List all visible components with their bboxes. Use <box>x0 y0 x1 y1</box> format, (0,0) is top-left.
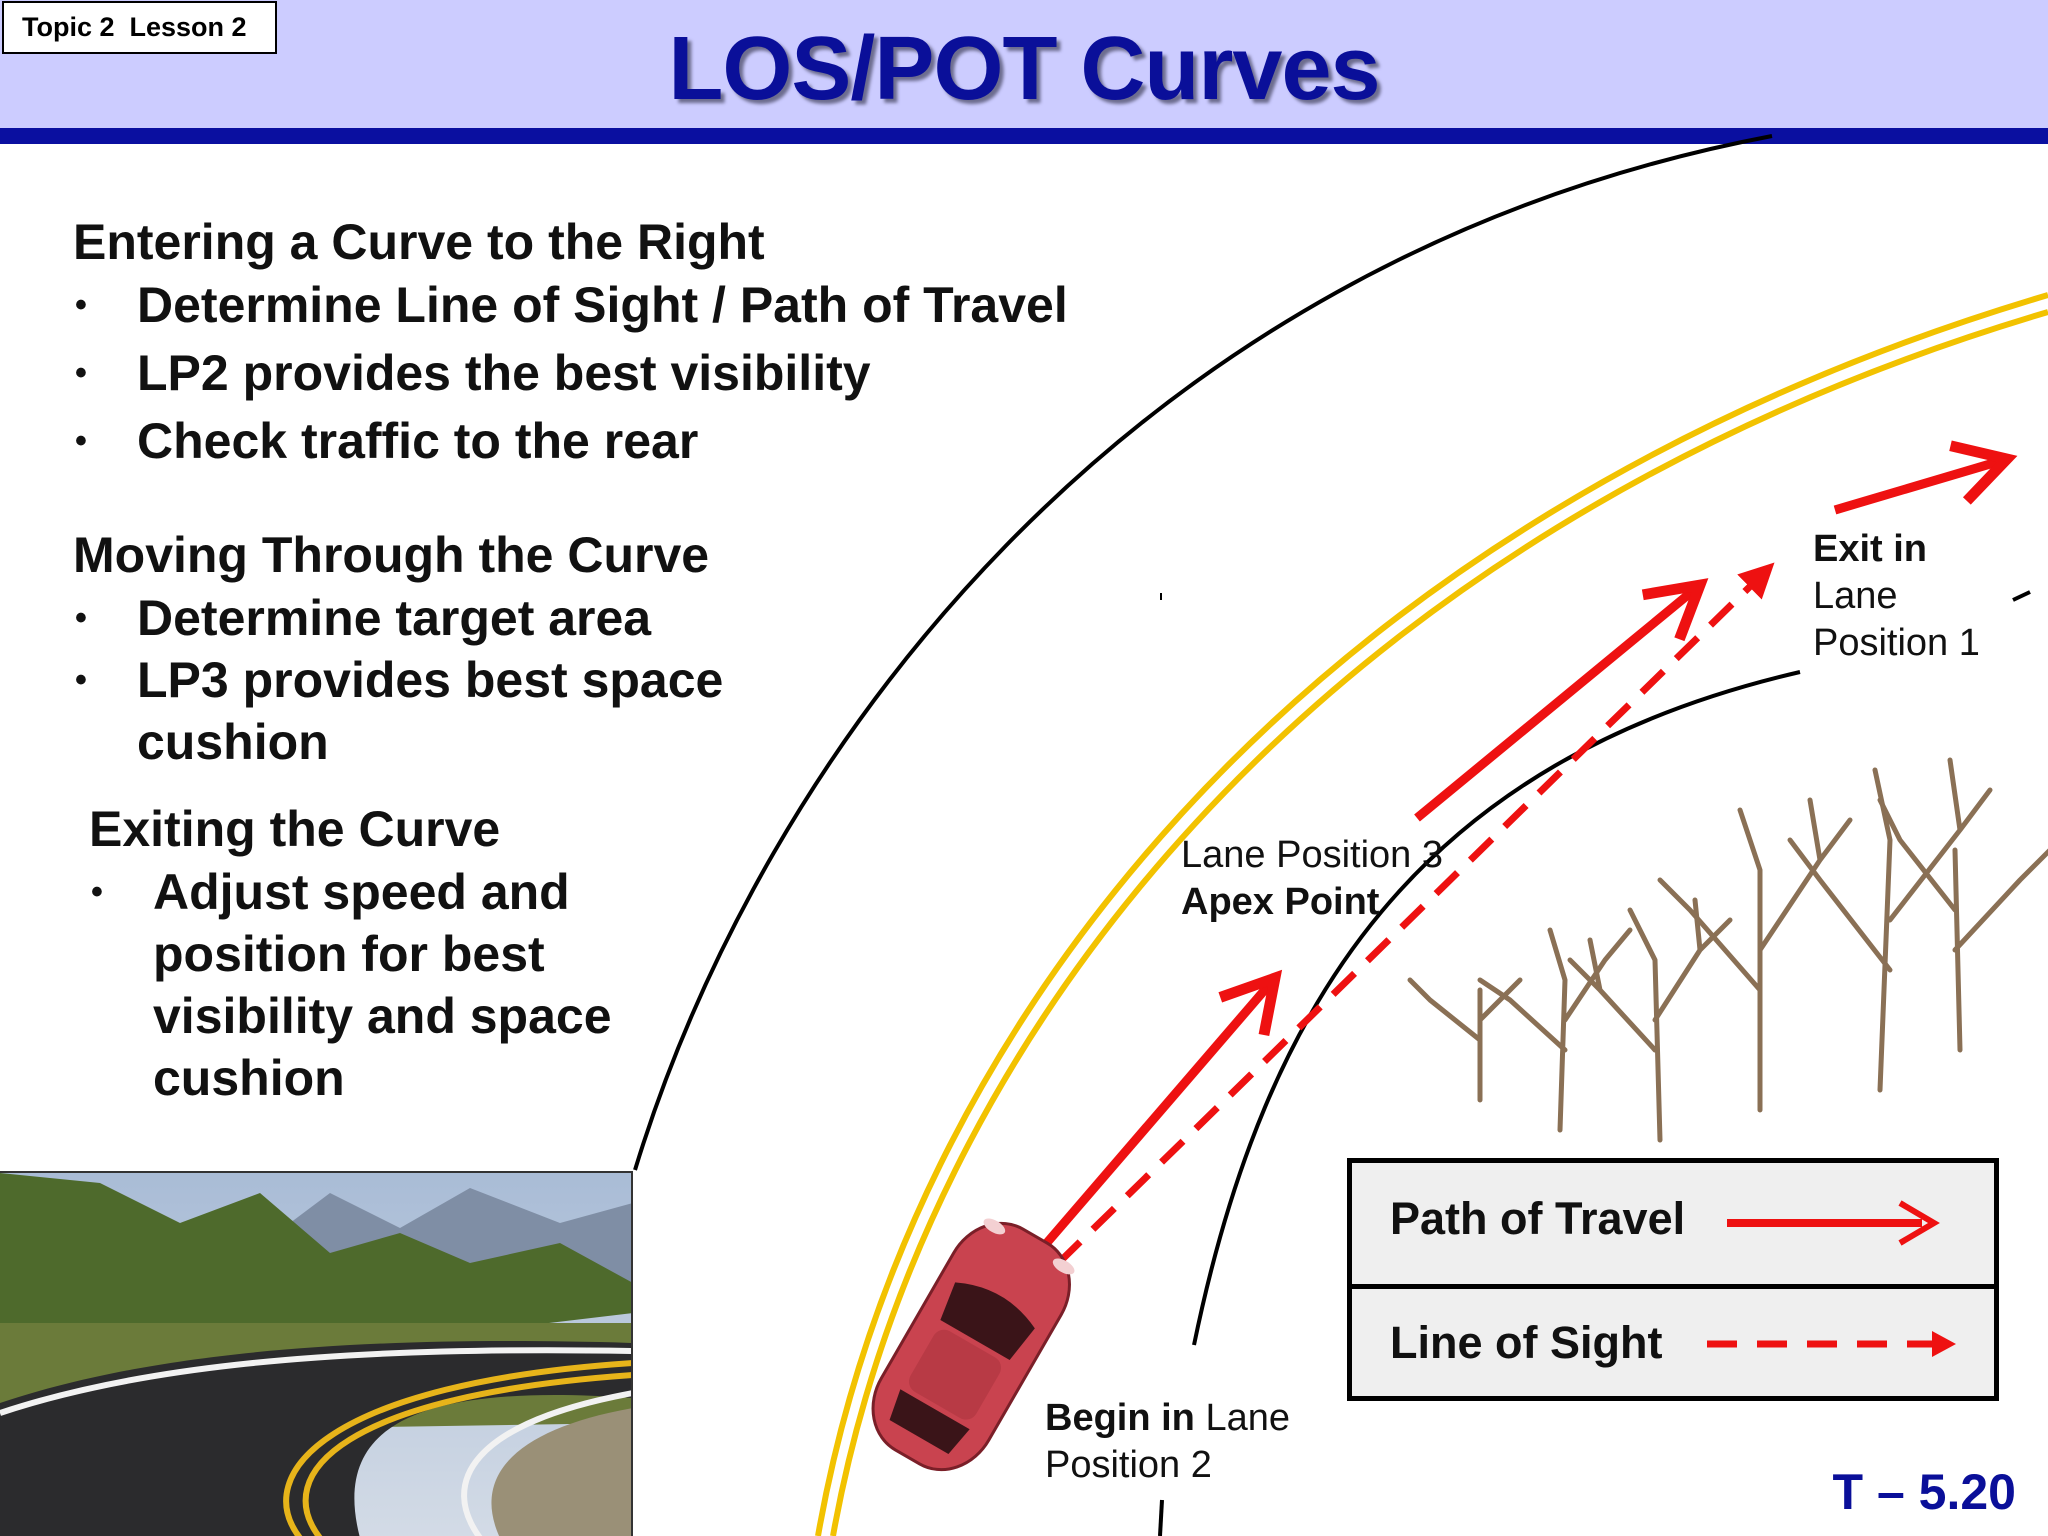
section-moving: Moving Through the Curve •Determine targ… <box>73 523 723 773</box>
inner-road-edge-low <box>1158 1499 1164 1536</box>
bullet-item: •LP2 provides the best visibility <box>75 345 871 401</box>
road-photo <box>0 1171 633 1536</box>
legend-path-of-travel: Path of Travel <box>1352 1163 1994 1280</box>
bullet-item: •Adjust speed and <box>91 864 570 920</box>
page-title: LOS/POT Curves <box>668 19 1380 119</box>
bullet-item: •Determine target area <box>75 590 652 646</box>
section-heading: Entering a Curve to the Right <box>73 214 765 270</box>
path-of-travel-legend-icon <box>1727 1200 1940 1246</box>
begin-label: Begin in Lane Position 2 <box>1045 1397 1290 1486</box>
outer-road-edge <box>633 134 1773 1171</box>
legend-label: Path of Travel <box>1390 1193 1686 1244</box>
path-of-travel-arrows <box>1041 440 2018 1248</box>
legend: Path of Travel Line of Sight <box>1347 1158 1999 1401</box>
tree <box>1877 797 2048 1053</box>
topic-label: Topic 2 Lesson 2 <box>2 1 277 54</box>
path-arrow-2 <box>1414 578 1709 822</box>
header-rule <box>0 128 2048 144</box>
bullet-continuation: position for best <box>153 926 545 982</box>
center-line-2 <box>830 309 2048 1536</box>
bullet-continuation: cushion <box>153 1050 345 1106</box>
line-of-sight-arrow <box>987 562 1775 1333</box>
section-heading: Exiting the Curve <box>89 801 501 857</box>
exit-label: Exit in Lane Position 1 <box>1813 528 1980 664</box>
road-edge-tick <box>2012 590 2031 602</box>
slide-number: T – 5.20 <box>1832 1464 2016 1520</box>
bullet-continuation: visibility and space <box>153 988 612 1044</box>
bullet-item: •Determine Line of Sight / Path of Trave… <box>75 277 1068 333</box>
inner-road-edge <box>1192 670 1801 1346</box>
path-arrow-3 <box>1833 440 2018 515</box>
bullet-item: •Check traffic to the rear <box>75 413 699 469</box>
header-bar <box>0 0 2048 128</box>
car-icon <box>871 1218 1075 1472</box>
center-line-1 <box>815 292 2048 1536</box>
legend-label: Line of Sight <box>1390 1317 1663 1368</box>
section-heading: Moving Through the Curve <box>73 527 710 583</box>
tree <box>1477 927 1633 1133</box>
apex-label: Lane Position 3 Apex Point <box>1181 834 1443 923</box>
legend-line-of-sight: Line of Sight <box>1352 1284 1994 1406</box>
bullet-item: •LP3 provides best space <box>75 652 724 708</box>
tree <box>1567 897 1733 1143</box>
section-entering: Entering a Curve to the Right •Determine… <box>73 210 1068 472</box>
tree <box>1657 797 1853 1113</box>
section-exiting: Exiting the Curve •Adjust speed and posi… <box>89 797 612 1109</box>
line-of-sight-legend-icon <box>1707 1331 1956 1357</box>
trees-icon <box>1407 757 2048 1143</box>
path-arrow-1 <box>1041 969 1283 1248</box>
tree <box>1407 977 1523 1103</box>
bullet-continuation: cushion <box>137 714 329 770</box>
